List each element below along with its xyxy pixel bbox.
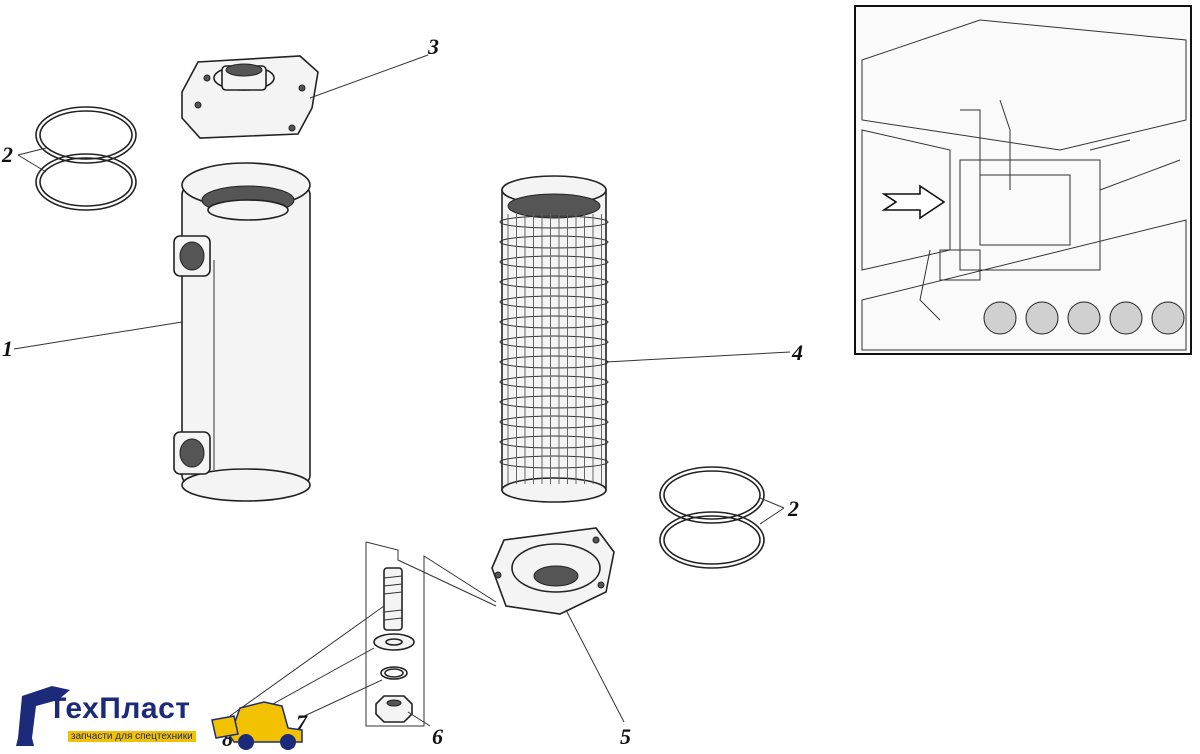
callout-5: 5 (620, 724, 631, 749)
top-cover-part (181, 55, 319, 139)
flat-washer-part (373, 633, 415, 651)
o-ring-pair-left (35, 106, 137, 211)
inset-track-wheel (983, 301, 1017, 335)
filter-rib (499, 375, 609, 389)
filter-rib (499, 295, 609, 309)
location-inset (854, 5, 1192, 355)
callout-1: 1 (2, 336, 13, 361)
callout-8: 8 (222, 726, 233, 751)
callout-6: 6 (432, 724, 443, 749)
filter-rib (499, 415, 609, 429)
filter-rib (499, 455, 609, 469)
callout-2-left: 2 (1, 142, 13, 167)
filter-rib (499, 255, 609, 269)
callout-4: 4 (791, 340, 803, 365)
brand-logo (16, 686, 303, 750)
callout-7: 7 (296, 710, 308, 735)
filter-rib (499, 275, 609, 289)
filter-rib (499, 315, 609, 329)
stud-part (383, 567, 403, 631)
callout-3: 3 (427, 34, 439, 59)
filter-rib (499, 235, 609, 249)
inset-track-wheel (1067, 301, 1101, 335)
nut-part (375, 695, 413, 723)
logo-title: ТехПласт (48, 692, 191, 725)
callout-2-right: 2 (787, 496, 799, 521)
lock-washer-part (380, 666, 408, 680)
filter-rib (499, 435, 609, 449)
logo-subtitle: запчасти для спецтехники (68, 731, 196, 742)
filter-rib (499, 215, 609, 229)
filter-rib (499, 335, 609, 349)
o-ring-pair-right (659, 466, 765, 569)
filter-rib (499, 395, 609, 409)
filter-housing-part (173, 162, 311, 502)
inset-track-wheel (1025, 301, 1059, 335)
bottom-cover-part (491, 527, 615, 615)
filter-element-part (499, 175, 609, 503)
pointer-arrow-icon (881, 184, 946, 220)
inset-track-wheel (1151, 301, 1185, 335)
inset-track-wheel (1109, 301, 1143, 335)
